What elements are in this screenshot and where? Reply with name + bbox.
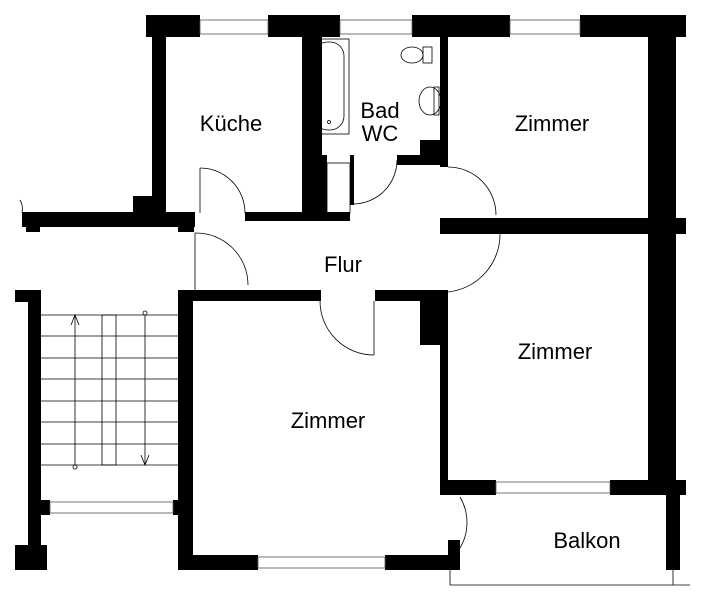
- room-labels: Küche Bad WC Zimmer Flur Zimmer Zimmer B…: [200, 98, 621, 553]
- doors: [19, 159, 501, 549]
- label-wc: WC: [362, 121, 399, 146]
- label-balcony: Balkon: [553, 528, 620, 553]
- label-hall: Flur: [324, 252, 362, 277]
- label-room-ne: Zimmer: [515, 111, 590, 136]
- balcony-outline: [449, 570, 690, 586]
- label-bath: Bad: [360, 98, 399, 123]
- label-kitchen: Küche: [200, 111, 262, 136]
- label-room-s: Zimmer: [291, 408, 366, 433]
- bathtub-icon: [308, 38, 350, 135]
- label-room-e: Zimmer: [518, 339, 593, 364]
- bath-fixtures: [308, 38, 442, 214]
- walls: [15, 15, 686, 570]
- sink-icon: [418, 86, 442, 116]
- staircase: [41, 310, 178, 470]
- windows: [49, 19, 611, 569]
- toilet-icon: [400, 46, 424, 64]
